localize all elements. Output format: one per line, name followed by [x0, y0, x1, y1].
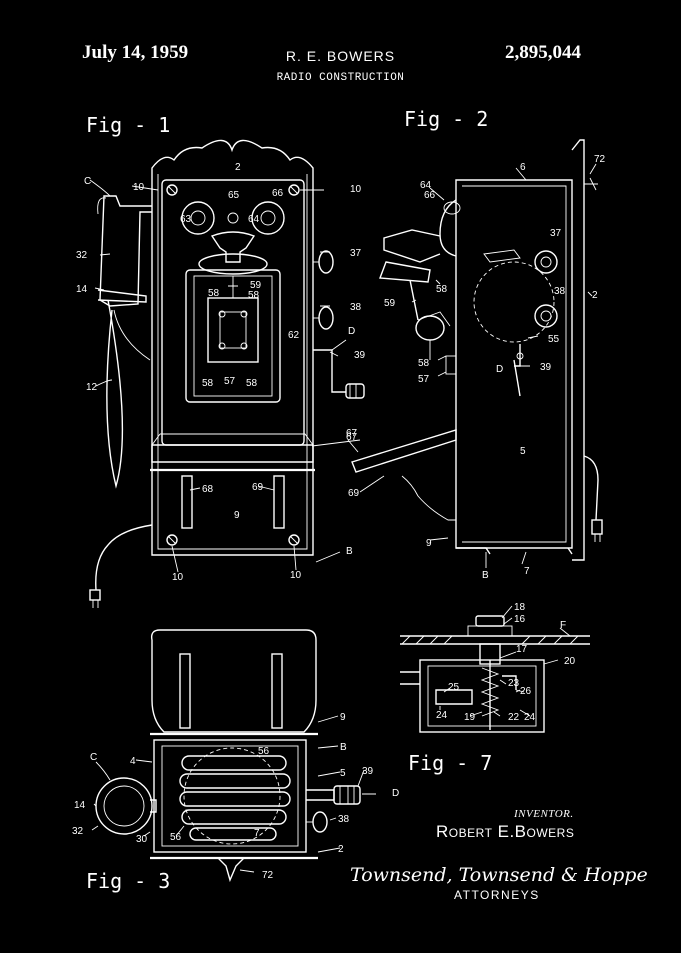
reference-numeral: 25 [448, 682, 460, 693]
inventor-signature: Robert E.Bowers [436, 822, 575, 841]
reference-numeral: 69 [252, 482, 264, 493]
reference-numeral: 63 [180, 214, 192, 225]
reference-numeral: 9 [234, 510, 240, 521]
reference-numeral: 19 [464, 712, 476, 723]
reference-numeral: 58 [418, 358, 430, 369]
reference-numeral: 12 [86, 382, 98, 393]
reference-numeral: 9 [426, 538, 432, 549]
reference-numeral: 37 [350, 248, 362, 259]
reference-numeral: F [560, 620, 566, 631]
reference-numeral: C [90, 752, 97, 763]
attorneys-signature: Townsend, Townsend & Hoppe [350, 864, 648, 886]
reference-numeral: B [340, 742, 347, 753]
figure-3-top-view: Fig - 3 [72, 629, 399, 893]
reference-numeral: 9 [340, 712, 346, 723]
figure-2-side-view: Fig - 2 [346, 107, 606, 581]
reference-numeral: 59 [384, 298, 396, 309]
reference-numeral: 65 [228, 190, 240, 201]
reference-numeral: D [496, 364, 503, 375]
reference-numeral: 10 [290, 570, 302, 581]
attorneys-label: ATTORNEYS [454, 888, 540, 902]
figure-2-label: Fig - 2 [404, 107, 488, 131]
reference-numeral: 57 [224, 376, 236, 387]
reference-numeral: 24 [436, 710, 448, 721]
reference-numeral: 2 [338, 844, 344, 855]
figure-1-front-view: Fig - 1 [76, 113, 366, 608]
reference-numeral: 39 [362, 766, 374, 777]
inventor-name-header: R. E. BOWERS [285, 48, 396, 64]
reference-numeral: 14 [76, 284, 88, 295]
reference-numeral: 10 [172, 572, 184, 583]
reference-numeral: 4 [130, 756, 136, 767]
reference-numeral: 2 [592, 290, 598, 301]
reference-numeral: 64 [248, 214, 260, 225]
reference-numeral: 58 [436, 284, 448, 295]
reference-numeral: B [482, 570, 489, 581]
inventor-label: INVENTOR. [514, 808, 574, 820]
reference-numeral: 37 [550, 228, 562, 239]
figure-7-label: Fig - 7 [408, 751, 492, 775]
reference-numeral: 5 [520, 446, 526, 457]
reference-numeral: 58 [248, 290, 260, 301]
reference-numeral: 39 [540, 362, 552, 373]
reference-numeral: 64 [420, 180, 432, 191]
reference-numeral: 7 [524, 566, 530, 577]
reference-numeral: 16 [514, 614, 526, 625]
reference-numeral: 18 [514, 602, 526, 613]
reference-numeral: B [346, 546, 353, 557]
reference-numeral: 38 [554, 286, 566, 297]
reference-numeral: D [348, 326, 355, 337]
reference-numeral: 72 [594, 154, 606, 165]
reference-numeral: 32 [72, 826, 84, 837]
figure-3-label: Fig - 3 [86, 869, 170, 893]
reference-numeral: 66 [272, 188, 284, 199]
reference-numeral: 6 [520, 162, 526, 173]
reference-numeral: 72 [262, 870, 274, 881]
reference-numeral: 17 [516, 644, 528, 655]
reference-numeral: 2 [235, 162, 241, 173]
reference-numeral: 5 [340, 768, 346, 779]
reference-numeral: 20 [564, 656, 576, 667]
reference-numeral: 10 [350, 184, 362, 195]
figure-1-label: Fig - 1 [86, 113, 170, 137]
patent-number: 2,895,044 [505, 42, 581, 63]
reference-numeral: C [84, 176, 91, 187]
reference-numeral: 57 [418, 374, 430, 385]
patent-date: July 14, 1959 [82, 42, 189, 63]
reference-numeral: 58 [202, 378, 214, 389]
reference-numeral: 69 [348, 488, 360, 499]
reference-numeral: 22 [508, 712, 520, 723]
reference-numeral: 14 [74, 800, 86, 811]
reference-numeral: 56 [258, 746, 270, 757]
reference-numeral: 67 [346, 428, 358, 439]
reference-numeral: 59 [250, 280, 262, 291]
reference-numeral: 38 [338, 814, 350, 825]
reference-numeral: 39 [354, 350, 366, 361]
reference-numeral: 10 [133, 182, 145, 193]
reference-numeral: 56 [170, 832, 182, 843]
reference-numeral: 26 [520, 686, 532, 697]
reference-numeral: 7 [254, 828, 260, 839]
reference-numeral: D [392, 788, 399, 799]
reference-numeral: 66 [424, 190, 436, 201]
reference-numeral: 58 [246, 378, 258, 389]
reference-numeral: 38 [350, 302, 362, 313]
reference-numeral: 30 [136, 834, 148, 845]
reference-numeral: 58 [208, 288, 220, 299]
patent-title: RADIO CONSTRUCTION [276, 72, 405, 84]
reference-numeral: 32 [76, 250, 88, 261]
reference-numeral: 62 [288, 330, 300, 341]
figure-7-mount-detail: Fig - 7 18 16 F 17 20 25 [400, 602, 590, 775]
reference-numeral: 55 [548, 334, 560, 345]
reference-numeral: 67 [346, 432, 358, 443]
reference-numeral: 23 [508, 678, 520, 689]
reference-numeral: 68 [202, 484, 214, 495]
reference-numeral: 24 [524, 712, 536, 723]
